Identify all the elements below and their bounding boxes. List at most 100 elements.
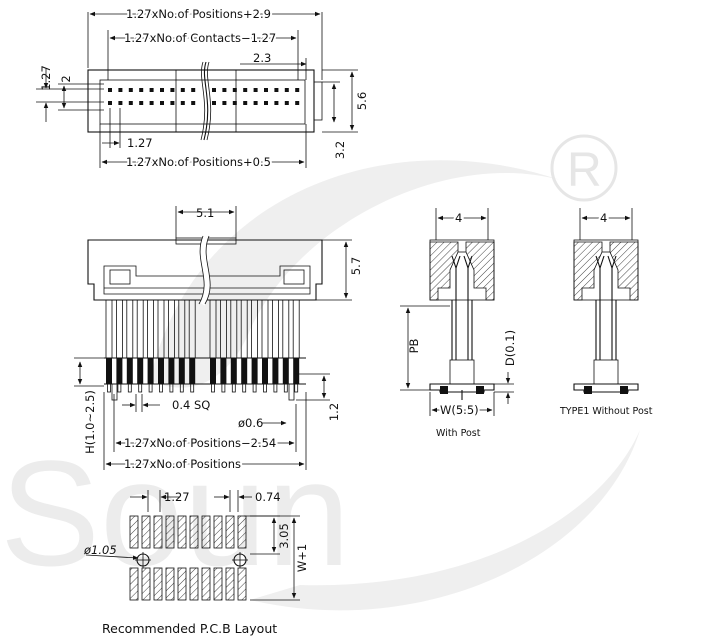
dim-sq-label: 0.4 SQ (172, 398, 210, 412)
side-nopost-caption: TYPE1 Without Post (559, 406, 653, 417)
dim-top-label: 5.1 (196, 206, 214, 220)
dim-post-dia-label: ø0.6 (238, 416, 263, 430)
front-pin-tip (127, 383, 132, 393)
front-pin-tail (137, 358, 144, 384)
side-post-caption: With Post (436, 428, 481, 439)
front-pins (104, 299, 306, 401)
pcb-pad (189, 515, 199, 549)
top-pin-hole (170, 101, 175, 105)
dim-total-label: 1.27xNo.of Positions+2.9 (126, 7, 271, 21)
front-pin-tip (263, 383, 267, 393)
top-pin-hole (180, 101, 185, 105)
watermark-swoosh-lower (250, 430, 640, 611)
top-pin-hole (128, 101, 133, 105)
front-pin-tip (252, 383, 257, 393)
top-pin-hole (191, 101, 196, 105)
top-pin-hole (232, 88, 237, 92)
front-pin-tail (168, 358, 175, 384)
pcb-pad (213, 515, 223, 549)
dim-depth-label: 3.2 (333, 141, 347, 159)
top-pin-hole (274, 101, 279, 105)
front-pin-tip (273, 383, 278, 393)
top-view-break (203, 61, 209, 141)
front-pin-tip (283, 383, 288, 393)
pcb-pad (141, 567, 151, 601)
dim-pin-height-label: H(1.0~2.5) (83, 390, 97, 454)
top-view-pins (108, 88, 300, 105)
pcb-pitch-label: 1.27 (164, 490, 190, 504)
watermark-registered-mark: R (567, 144, 602, 197)
front-pin-tail (106, 358, 112, 384)
top-pin-hole (222, 101, 227, 105)
pcb-pad (153, 567, 163, 601)
side-nopost-width-label: 4 (600, 211, 607, 225)
top-pin-hole (212, 101, 216, 105)
top-pin-hole (118, 101, 123, 105)
top-pin-hole (253, 88, 258, 92)
front-post-left (111, 383, 118, 401)
front-pin-tip (148, 383, 153, 393)
dim-post-len-label: 1.2 (327, 403, 341, 421)
top-pin-hole (284, 88, 289, 92)
pcb-hole-label: ø1.05 (83, 543, 117, 557)
dim-front-height-label: 5.7 (349, 257, 363, 275)
top-pin-hole (232, 101, 237, 105)
front-pin-tip (159, 383, 163, 393)
front-pin-tail (189, 358, 196, 384)
front-pin-tip (117, 383, 122, 393)
top-pin-hole (108, 88, 112, 92)
side-post-width-label: 4 (455, 211, 462, 225)
front-pin-tail (147, 358, 154, 384)
dim-contacts-label: 1.27xNo.of Contacts−1.27 (124, 31, 276, 45)
front-post-right (288, 383, 295, 401)
top-pin-hole (264, 101, 268, 105)
side-post-pb-label: PB (407, 338, 421, 353)
front-pin-tip (221, 383, 226, 393)
pcb-pad (177, 567, 187, 601)
top-pin-hole (139, 88, 144, 92)
top-pin-hole (108, 101, 112, 105)
dim-rows-label: 2 (59, 75, 73, 82)
front-pin-tip (242, 383, 247, 393)
side-view-without-post: 4 TYPE1 Without Post (559, 208, 653, 417)
pcb-w-label: W+1 (295, 544, 309, 572)
front-pin (271, 299, 279, 359)
top-pin-hole (191, 88, 196, 92)
front-pin (116, 299, 123, 359)
dim-positions-label: 1.27xNo.of Positions (124, 457, 241, 471)
pcb-layout: 1.27 0.74 3.05 W+1 ø1.05 Recommended P.C… (83, 490, 309, 636)
top-pin-hole (243, 101, 248, 105)
side-view-with-post: 4 PB D(0.1) W(5.5) With Post (400, 208, 517, 439)
front-pin-tail (210, 358, 216, 384)
top-pin-hole (222, 88, 227, 92)
side-nopost-housing-left (573, 241, 603, 301)
front-pin-tail (220, 358, 227, 384)
side-post-housing-left (429, 241, 459, 301)
dim-pitch-v-label: 1.27 (39, 65, 53, 91)
front-view: 5.1 5.7 H(1.0~2.5) 0.4 SQ ø0.6 (74, 206, 363, 473)
dim-span-label: 1.27xNo.of Positions−2.54 (124, 436, 276, 450)
pcb-pad (201, 515, 211, 549)
pcb-pad (165, 567, 175, 601)
top-pin-hole (253, 101, 258, 105)
front-pin (292, 299, 300, 359)
top-pin-hole (160, 88, 164, 92)
front-pin (261, 299, 269, 359)
pcb-pad (177, 515, 187, 549)
pcb-pad (225, 567, 235, 601)
dim-pitch-h-label: 1.27 (127, 136, 153, 150)
top-pin-hole (264, 88, 268, 92)
pcb-caption: Recommended P.C.B Layout (102, 621, 277, 636)
pcb-pad (165, 515, 175, 549)
top-pin-hole (295, 101, 300, 105)
front-pin-tail (282, 358, 289, 384)
front-pin-tail (178, 358, 185, 384)
side-nopost-housing-right (609, 241, 639, 301)
front-pin-tail (293, 358, 300, 384)
top-pin-hole (149, 101, 154, 105)
side-nopost-foot (573, 383, 639, 393)
side-post-housing-right (465, 241, 495, 301)
front-pin-tail (251, 358, 258, 384)
front-pin-tip (294, 383, 299, 393)
